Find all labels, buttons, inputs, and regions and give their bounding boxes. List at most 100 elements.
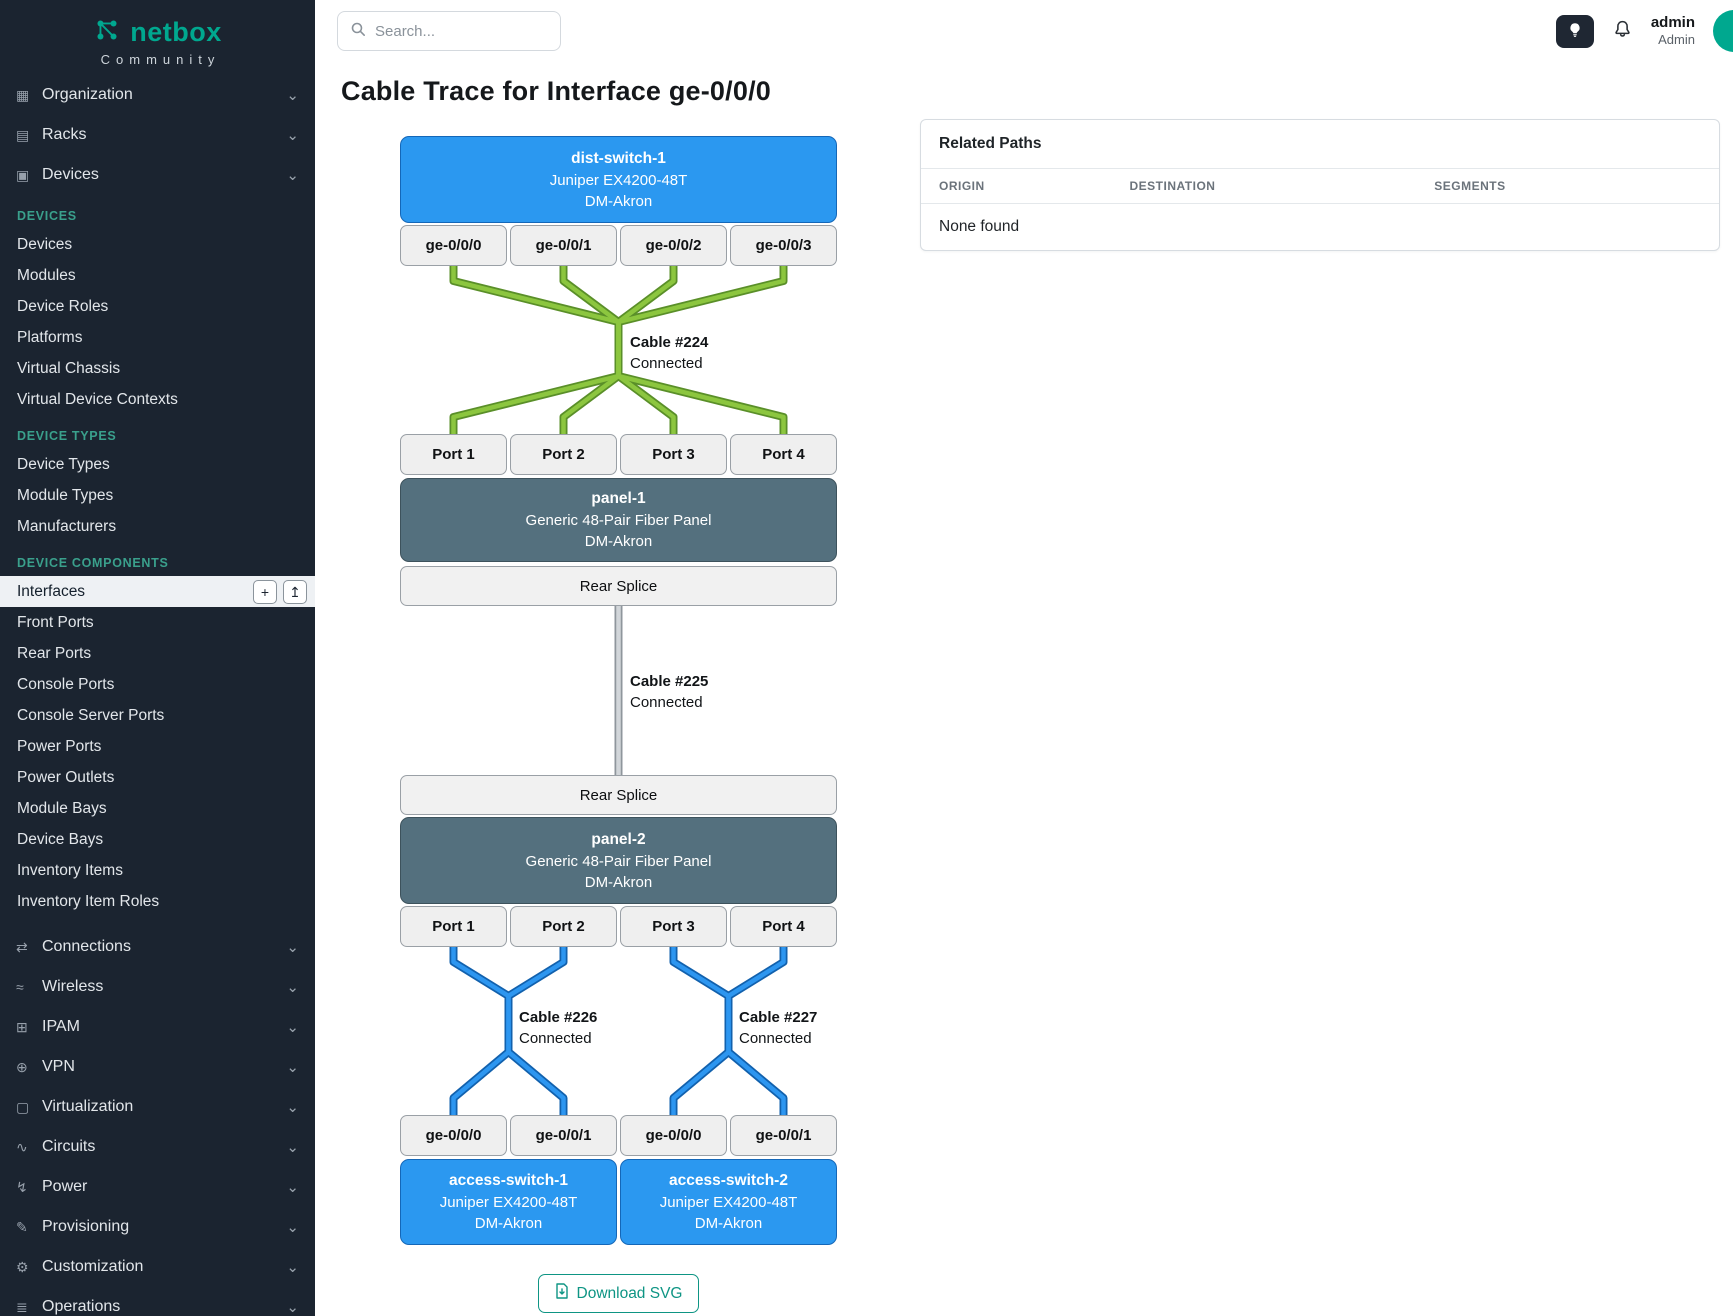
device-node-panel-2[interactable]: panel-2 Generic 48-Pair Fiber Panel DM-A… <box>400 817 837 904</box>
sidebar-item-virtual-chassis[interactable]: Virtual Chassis <box>17 359 121 377</box>
operations-icon: ≣ <box>16 1298 28 1315</box>
sidebar-group-ipam[interactable]: ⊞ IPAM ⌄ <box>16 1018 299 1036</box>
user-menu[interactable]: admin Admin <box>1651 14 1695 48</box>
chevron-down-icon: ⌄ <box>286 939 299 956</box>
front-port[interactable]: Port 4 <box>730 906 837 947</box>
sidebar-group-provisioning[interactable]: ✎ Provisioning ⌄ <box>16 1218 299 1236</box>
related-paths-column: Related Paths ORIGIN DESTINATION SEGMENT… <box>920 119 1720 251</box>
devices-icon: ▣ <box>16 166 30 183</box>
sidebar-item-inventory-item-roles[interactable]: Inventory Item Roles <box>17 892 160 910</box>
cable-label-224[interactable]: Cable #224 Connected <box>630 334 709 372</box>
cable-label-225[interactable]: Cable #225 Connected <box>630 673 709 711</box>
column-destination: DESTINATION <box>1129 179 1216 193</box>
device-node-panel-1[interactable]: panel-1 Generic 48-Pair Fiber Panel DM-A… <box>400 478 837 562</box>
search-input[interactable] <box>375 22 574 40</box>
interface-port[interactable]: ge-0/0/0 <box>620 1115 727 1156</box>
sidebar: netbox Community ▦ Organization ⌄ ▤ Rack… <box>0 0 315 1316</box>
chevron-down-icon: ⌄ <box>286 87 299 104</box>
sidebar-item-power-outlets[interactable]: Power Outlets <box>17 768 115 786</box>
chevron-down-icon: ⌄ <box>286 127 299 144</box>
sidebar-item-power-ports[interactable]: Power Ports <box>17 737 102 755</box>
chevron-down-icon: ⌄ <box>286 1219 299 1236</box>
device-node-access-switch-2[interactable]: access-switch-2 Juniper EX4200-48T DM-Ak… <box>620 1159 837 1245</box>
main-area: admin Admin Cable Trace for Interface ge… <box>315 0 1733 1316</box>
sidebar-item-module-types[interactable]: Module Types <box>17 486 114 504</box>
sidebar-item-front-ports[interactable]: Front Ports <box>17 613 94 631</box>
sidebar-item-console-ports[interactable]: Console Ports <box>17 675 115 693</box>
sidebar-group-virtualization[interactable]: ▢ Virtualization ⌄ <box>16 1098 299 1116</box>
netbox-logo-icon <box>93 16 121 49</box>
sidebar-item-interfaces[interactable]: Interfaces + ↥ <box>0 576 315 607</box>
sidebar-item-rear-ports[interactable]: Rear Ports <box>17 644 92 662</box>
brand-subtitle: Community <box>100 52 221 67</box>
front-port[interactable]: Port 4 <box>730 434 837 475</box>
cable-label-227[interactable]: Cable #227 Connected <box>739 1009 818 1047</box>
sidebar-item-virtual-device-contexts[interactable]: Virtual Device Contexts <box>17 390 178 408</box>
sidebar-group-label: Organization <box>42 86 133 103</box>
sidebar-item-inventory-items[interactable]: Inventory Items <box>17 861 123 879</box>
sidebar-item-device-bays[interactable]: Device Bays <box>17 830 104 848</box>
sidebar-group-connections[interactable]: ⇄ Connections ⌄ <box>16 938 299 956</box>
power-icon: ↯ <box>16 1178 28 1195</box>
related-paths-card: Related Paths ORIGIN DESTINATION SEGMENT… <box>920 119 1720 251</box>
rear-splice-port[interactable]: Rear Splice <box>400 566 837 606</box>
notifications-button[interactable] <box>1612 19 1633 43</box>
sidebar-item-module-bays[interactable]: Module Bays <box>17 799 107 817</box>
netbox-logo[interactable]: netbox Community <box>0 0 315 75</box>
virtualization-icon: ▢ <box>16 1098 30 1115</box>
front-port[interactable]: Port 1 <box>400 434 507 475</box>
light-bulb-icon <box>1567 22 1583 41</box>
interface-port[interactable]: ge-0/0/1 <box>730 1115 837 1156</box>
sidebar-group-organization[interactable]: ▦ Organization ⌄ <box>0 75 315 115</box>
search-icon <box>350 21 366 42</box>
interface-port[interactable]: ge-0/0/0 <box>400 1115 507 1156</box>
sidebar-group-operations[interactable]: ≣ Operations ⌄ <box>16 1298 299 1316</box>
theme-toggle-button[interactable] <box>1555 14 1594 48</box>
interface-port[interactable]: ge-0/0/1 <box>510 225 617 266</box>
sidebar-group-power[interactable]: ↯ Power ⌄ <box>16 1178 299 1196</box>
download-svg-button[interactable]: Download SVG <box>537 1274 700 1313</box>
chevron-down-icon: ⌄ <box>286 167 299 184</box>
sidebar-group-devices[interactable]: ▣ Devices ⌄ <box>0 155 315 195</box>
sidebar-item-modules[interactable]: Modules <box>17 266 76 284</box>
front-port[interactable]: Port 1 <box>400 906 507 947</box>
page-title: Cable Trace for Interface ge-0/0/0 <box>341 76 771 106</box>
interface-port[interactable]: ge-0/0/1 <box>510 1115 617 1156</box>
interface-port[interactable]: ge-0/0/3 <box>730 225 837 266</box>
rear-splice-port[interactable]: Rear Splice <box>400 775 837 815</box>
page-content: Cable Trace for Interface ge-0/0/0 <box>315 62 1733 1313</box>
device-node-access-switch-1[interactable]: access-switch-1 Juniper EX4200-48T DM-Ak… <box>400 1159 617 1245</box>
cable-label-226[interactable]: Cable #226 Connected <box>519 1009 598 1047</box>
front-port[interactable]: Port 3 <box>620 906 727 947</box>
avatar[interactable] <box>1713 10 1733 52</box>
customization-icon: ⚙ <box>16 1258 29 1275</box>
section-title-device-types: DEVICE TYPES <box>17 429 117 443</box>
sidebar-item-device-types[interactable]: Device Types <box>17 455 110 473</box>
add-interface-button[interactable]: + <box>253 579 277 604</box>
chevron-down-icon: ⌄ <box>286 1059 299 1076</box>
sidebar-group-circuits[interactable]: ∿ Circuits ⌄ <box>16 1138 299 1156</box>
user-role: Admin <box>1658 32 1695 48</box>
sidebar-group-racks[interactable]: ▤ Racks ⌄ <box>0 115 315 155</box>
sidebar-group-customization[interactable]: ⚙ Customization ⌄ <box>16 1258 299 1276</box>
sidebar-item-console-server-ports[interactable]: Console Server Ports <box>17 706 165 724</box>
interface-port[interactable]: ge-0/0/2 <box>620 225 727 266</box>
organization-icon: ▦ <box>16 86 30 103</box>
interface-port[interactable]: ge-0/0/0 <box>400 225 507 266</box>
device-node-dist-switch-1[interactable]: dist-switch-1 Juniper EX4200-48T DM-Akro… <box>400 136 837 223</box>
sidebar-group-wireless[interactable]: ≈ Wireless ⌄ <box>16 978 299 996</box>
sidebar-group-label: Devices <box>42 166 99 183</box>
front-port[interactable]: Port 2 <box>510 906 617 947</box>
provisioning-icon: ✎ <box>16 1218 28 1235</box>
sidebar-group-vpn[interactable]: ⊕ VPN ⌄ <box>16 1058 299 1076</box>
racks-icon: ▤ <box>16 126 30 143</box>
sidebar-item-manufacturers[interactable]: Manufacturers <box>17 517 117 535</box>
front-port[interactable]: Port 2 <box>510 434 617 475</box>
sidebar-item-platforms[interactable]: Platforms <box>17 328 83 346</box>
empty-message: None found <box>939 218 1020 235</box>
cable-trace-column: dist-switch-1 Juniper EX4200-48T DM-Akro… <box>400 119 837 1313</box>
sidebar-item-devices[interactable]: Devices <box>17 235 73 253</box>
sidebar-item-device-roles[interactable]: Device Roles <box>17 297 109 315</box>
front-port[interactable]: Port 3 <box>620 434 727 475</box>
import-interfaces-button[interactable]: ↥ <box>283 579 307 604</box>
